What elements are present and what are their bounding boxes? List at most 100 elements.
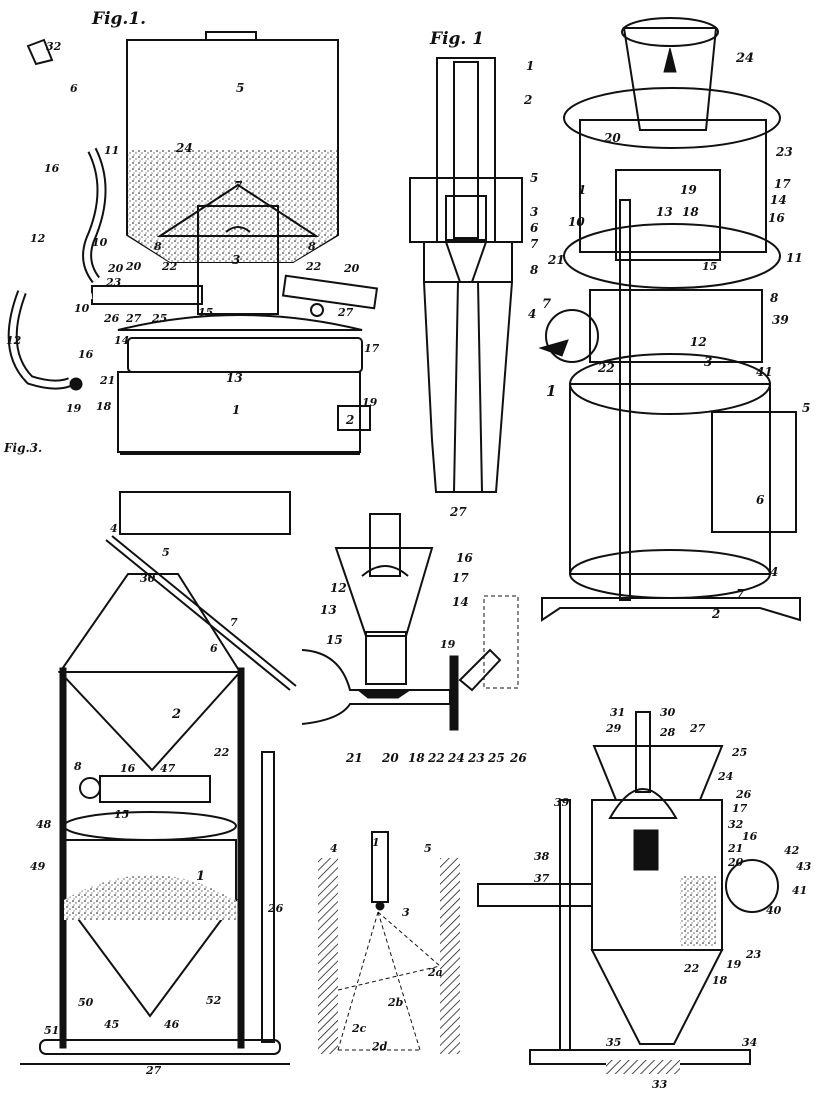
label-24: 24 <box>175 141 193 155</box>
upper-chamber <box>590 290 762 362</box>
retort-label-28: 28 <box>659 726 676 739</box>
hopper-label-48: 48 <box>36 818 52 831</box>
pressure-gauge <box>311 304 323 316</box>
mixer-label-14: 14 <box>452 595 469 609</box>
stove-label-22: 22 <box>597 361 615 375</box>
spray-label-2d: 2d <box>371 1040 388 1053</box>
stove-label-2: 2 <box>711 607 720 621</box>
hopper-label-6: 6 <box>210 642 218 655</box>
stove-label-23: 23 <box>775 145 793 159</box>
label-16: 16 <box>44 162 60 175</box>
retort-label-33: 33 <box>652 1078 668 1091</box>
label-11: 11 <box>104 144 119 157</box>
label-16b: 16 <box>78 348 94 361</box>
hopper-label-51: 51 <box>44 1024 59 1037</box>
mixing-cone <box>446 242 486 282</box>
retort-label-23: 23 <box>745 948 762 961</box>
bore <box>454 62 478 238</box>
stove-label-14: 14 <box>770 193 787 207</box>
mixer-label-15: 15 <box>326 633 343 647</box>
mixer-label-12: 12 <box>330 581 347 595</box>
right-wall <box>440 858 460 1054</box>
retort-label-37: 37 <box>534 872 550 885</box>
retort-label-43: 43 <box>796 860 812 873</box>
stove-label-21: 21 <box>547 253 565 267</box>
hopper-lid <box>206 32 256 40</box>
funnel <box>336 548 432 636</box>
retort-label-21: 21 <box>727 842 743 855</box>
nozzle-label-2: 2 <box>523 93 532 107</box>
seat <box>446 196 486 240</box>
mixer-label-19: 19 <box>440 638 456 651</box>
retort-label-22: 22 <box>683 962 700 975</box>
right-pipe <box>283 276 377 309</box>
hopper-label-27: 27 <box>145 1064 162 1077</box>
hopper-label-16: 16 <box>120 762 136 775</box>
spray-ray-4 <box>338 966 440 990</box>
cup-spike <box>664 48 676 72</box>
label-5: 5 <box>236 81 244 95</box>
label-7: 7 <box>234 179 243 193</box>
stove-base <box>542 598 800 620</box>
spray-figure: 4 5 1 3 2a 2b 2c 2d <box>318 832 460 1054</box>
retort-label-41: 41 <box>792 884 807 897</box>
hand-wheel <box>80 778 100 798</box>
frame-right <box>238 668 244 1048</box>
label-3: 3 <box>232 253 240 267</box>
valve-wheel <box>70 378 82 390</box>
retort-label-30: 30 <box>660 706 676 719</box>
stove-label-18: 18 <box>682 205 699 219</box>
stove-label-17: 17 <box>774 177 791 191</box>
label-21: 19 <box>66 402 82 415</box>
spray-label-2a: 2a <box>427 966 443 979</box>
retort-label-19: 19 <box>726 958 742 971</box>
duct <box>302 650 450 724</box>
label-18: 21 <box>99 374 115 387</box>
stove-label-1: 1 <box>578 183 586 197</box>
nozzle-fig-label: Fig. 1 <box>429 29 484 49</box>
nozzle-label-5: 5 <box>530 171 538 185</box>
mixer-label-22: 22 <box>427 751 445 765</box>
retort-label-16: 16 <box>742 830 758 843</box>
retort-funnel <box>594 746 722 800</box>
hopper-label-8: 8 <box>74 760 82 773</box>
hopper-label-15: 15 <box>114 808 129 821</box>
stove-label-16: 16 <box>768 211 785 225</box>
mixer-label-24: 24 <box>447 751 465 765</box>
flap <box>460 650 500 690</box>
spray-label-2b: 2b <box>387 996 404 1009</box>
mixer-label-26: 26 <box>509 751 527 765</box>
label-8b: 8 <box>154 240 162 253</box>
spray-ray-2 <box>378 912 440 966</box>
stove-label-13: 13 <box>656 205 673 219</box>
retort-label-35: 35 <box>606 1036 621 1049</box>
retort-label-31: 31 <box>610 706 625 719</box>
hopper-label-1: 1 <box>196 869 205 884</box>
mixer-label-20: 20 <box>381 751 399 765</box>
label-17: 17 <box>364 342 380 355</box>
hopper-label-30: 30 <box>140 572 156 585</box>
riser-pipe <box>262 752 274 1042</box>
hopper-label-50: 50 <box>78 996 94 1009</box>
hopper-label-2: 2 <box>171 707 181 722</box>
label-15: 15 <box>198 306 213 319</box>
retort-label-40: 40 <box>766 904 782 917</box>
nozzle-label-8: 8 <box>530 263 539 277</box>
chute-lower <box>112 536 296 686</box>
hopper-label-52: 52 <box>206 994 222 1007</box>
spray-label-1: 1 <box>372 836 380 849</box>
mixer-label-25: 25 <box>487 751 505 765</box>
retort-label-18: 18 <box>712 974 728 987</box>
retort-core <box>634 830 658 870</box>
hopper-label-49: 49 <box>30 860 46 873</box>
damper <box>450 656 458 730</box>
label-26: 26 <box>103 312 120 325</box>
retort-label-34: 34 <box>742 1036 757 1049</box>
stove-label-7: 7 <box>542 297 551 312</box>
retort-label-42: 42 <box>784 844 800 857</box>
mixer-label-23: 23 <box>467 751 485 765</box>
stove-label-4: 4 <box>770 565 778 579</box>
burner-plate <box>564 224 780 288</box>
retort-label-25: 25 <box>731 746 747 759</box>
generator-fig-label: Fig.1. <box>91 9 146 29</box>
